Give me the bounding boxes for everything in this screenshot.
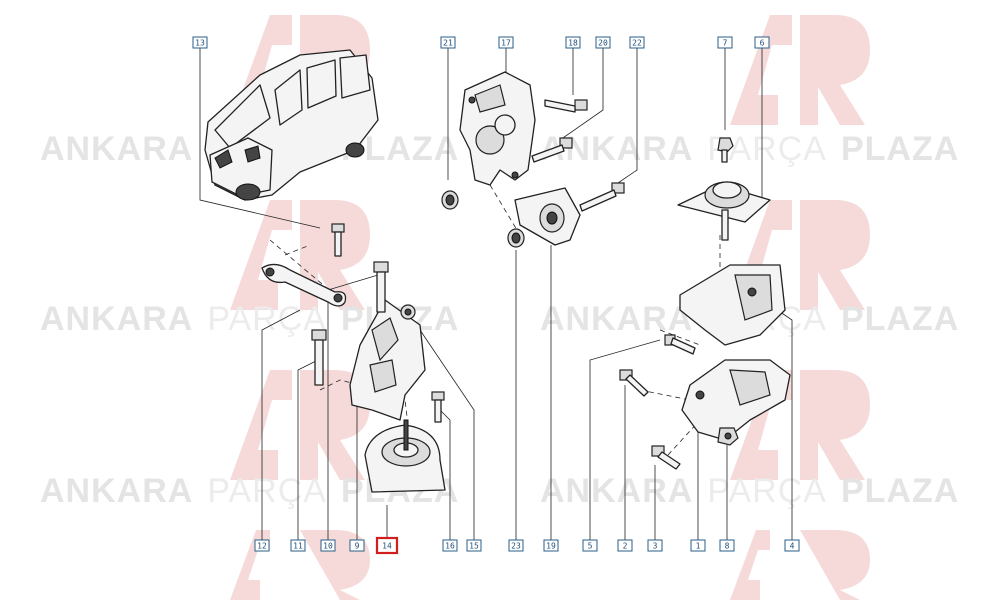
watermark-logo-icon [230,200,370,310]
callout-20-top[interactable]: 20 [595,36,611,49]
bolt-22 [579,182,625,212]
bolt-13 [331,223,345,257]
svg-text:4: 4 [790,541,795,550]
svg-text:10: 10 [323,541,333,550]
torque-rod [261,263,347,307]
bolt-5 [664,334,696,355]
callout-16-bottom[interactable]: 16 [442,539,458,552]
rubber-mount-14 [364,419,446,493]
svg-text:7: 7 [723,38,728,47]
callout-1-bottom[interactable]: 1 [690,539,706,552]
van-illustration [204,49,379,201]
bolt-long-left [311,329,327,386]
svg-text:17: 17 [501,38,511,47]
svg-text:12: 12 [257,541,267,550]
callouts: 13 21 17 18 20 22 7 6 12 11 10 9 14 16 1… [192,36,800,555]
svg-text:19: 19 [546,541,556,550]
callout-22-top[interactable]: 22 [629,36,645,49]
svg-text:14: 14 [382,542,392,551]
svg-text:13: 13 [195,38,205,47]
nut-8 [717,427,739,446]
svg-text:20: 20 [598,38,608,47]
svg-text:18: 18 [568,38,578,47]
support-bracket-4 [679,264,786,346]
svg-text:9: 9 [355,541,360,550]
bracket-1 [681,359,791,441]
bushing-21 [441,190,459,210]
nut-7 [717,137,734,163]
watermark-logo-icon [230,370,370,480]
callout-19-bottom[interactable]: 19 [543,539,559,552]
bolt-20 [531,137,573,163]
rubber-mount-6 [677,181,771,241]
mount-19 [514,187,581,246]
svg-text:11: 11 [293,541,303,550]
callout-17-top[interactable]: 17 [498,36,514,49]
engine-bracket [349,299,426,421]
callout-4-bottom[interactable]: 4 [784,539,800,552]
bolt-16 [431,391,445,423]
callout-5-bottom[interactable]: 5 [582,539,598,552]
callout-3-bottom[interactable]: 3 [647,539,663,552]
svg-text:8: 8 [725,541,730,550]
svg-text:6: 6 [760,38,765,47]
svg-text:16: 16 [445,541,455,550]
bushing-23 [507,228,525,248]
callout-12-bottom[interactable]: 12 [254,539,270,552]
svg-text:5: 5 [588,541,593,550]
svg-text:3: 3 [653,541,658,550]
svg-text:1: 1 [696,541,701,550]
callout-18-top[interactable]: 18 [565,36,581,49]
callout-23-bottom[interactable]: 23 [508,539,524,552]
callout-15-bottom[interactable]: 15 [466,539,482,552]
svg-text:2: 2 [623,541,628,550]
callout-8-bottom[interactable]: 8 [719,539,735,552]
callout-14-highlighted[interactable]: 14 [375,536,399,555]
watermark-logo-icon [730,15,870,125]
callout-11-bottom[interactable]: 11 [290,539,306,552]
svg-text:23: 23 [511,541,521,550]
watermark-logo-icon [730,530,870,600]
bolt-2 [619,369,649,397]
bolt-long-upper [373,261,389,313]
callout-2-bottom[interactable]: 2 [617,539,633,552]
bolt-18 [544,99,588,113]
bolt-3 [651,445,681,470]
callout-7-top[interactable]: 7 [717,36,733,49]
svg-text:15: 15 [469,541,479,550]
svg-text:22: 22 [632,38,642,47]
callout-21-top[interactable]: 21 [440,36,456,49]
callout-10-bottom[interactable]: 10 [320,539,336,552]
callout-9-bottom[interactable]: 9 [349,539,365,552]
nut-15 [400,304,416,320]
gearbox-bracket [459,71,536,186]
callout-13-top[interactable]: 13 [192,36,208,49]
svg-text:21: 21 [443,38,453,47]
callout-6-top[interactable]: 6 [754,36,770,49]
